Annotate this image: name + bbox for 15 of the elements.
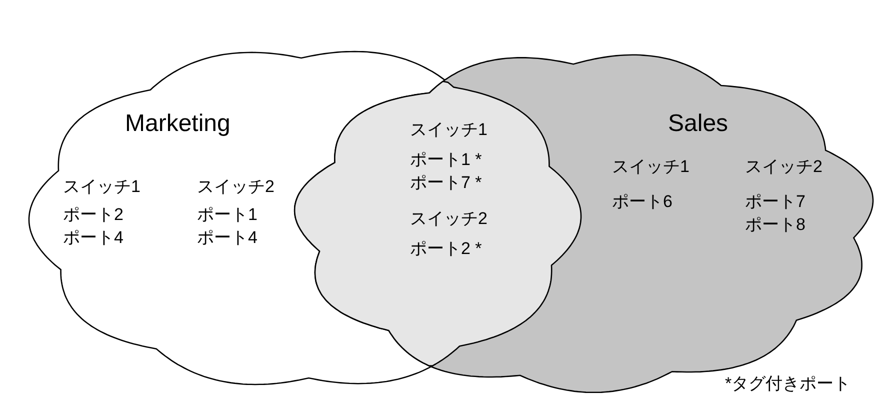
switch-label: スイッチ1: [410, 119, 488, 141]
port-list: ポート7 ポート8: [745, 190, 815, 236]
port-list: ポート6: [612, 190, 672, 213]
switch-label: スイッチ2: [410, 208, 488, 230]
switch-label: スイッチ2: [745, 156, 822, 178]
port-list: ポート1 * ポート7 *: [410, 148, 490, 194]
switch-label: スイッチ1: [63, 176, 140, 198]
port-list: ポート2 *: [410, 237, 482, 260]
footnote: *タグ付きポート: [725, 373, 851, 395]
group-heading: Marketing: [125, 110, 230, 138]
port-list: ポート2 ポート4: [63, 203, 133, 249]
port-list: ポート1 ポート4: [197, 203, 267, 249]
switch-label: スイッチ1: [612, 156, 690, 178]
switch-label: スイッチ2: [197, 176, 274, 198]
group-heading: Sales: [668, 110, 728, 138]
